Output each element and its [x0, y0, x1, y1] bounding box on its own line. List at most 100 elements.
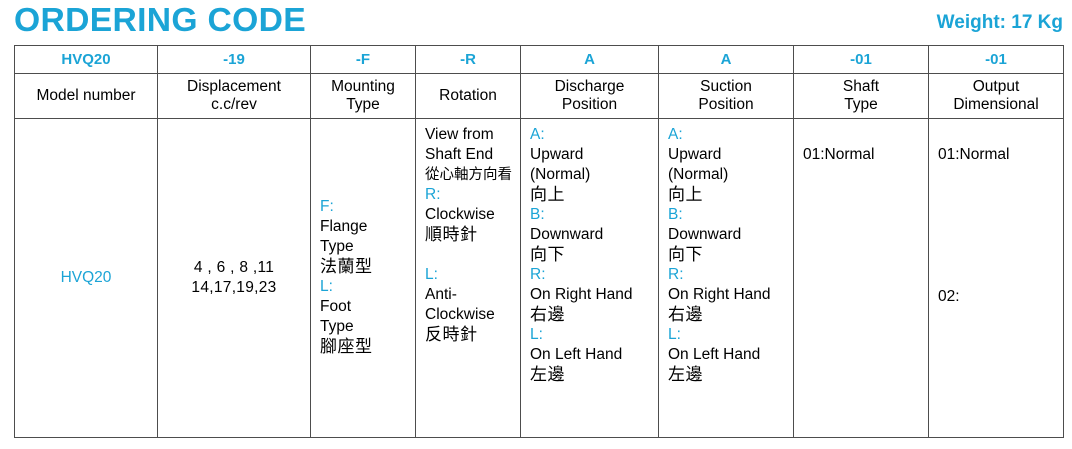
rotation-content: View from Shaft End 從心軸方向看 R: Clockwise … [416, 119, 520, 349]
code-cell-output-dimensional: -01 [928, 45, 1064, 74]
label-suction-line1: Suction [700, 78, 752, 95]
rotation-cw-en: Clockwise [425, 206, 495, 223]
suction-a-en2: (Normal) [668, 166, 729, 183]
rotation-ccw-en1: Anti- [425, 286, 457, 303]
discharge-l-en: On Left Hand [530, 346, 623, 363]
suction-r-key: R: [668, 266, 684, 283]
suction-b-key: B: [668, 206, 683, 223]
page-header: ORDERING CODE Weight: 17 Kg [0, 0, 1072, 44]
suction-l-key: L: [668, 326, 681, 343]
label-model-number: Model number [36, 87, 136, 104]
suction-r-zh: 右邊 [668, 305, 703, 325]
ordering-code-table: HVQ20 -19 -F -R A A -01 -01 Model number… [14, 45, 1064, 438]
rotation-note-zh: 從心軸方向看 [425, 167, 512, 183]
mounting-foot-en1: Foot [320, 298, 352, 315]
discharge-r-zh: 右邊 [530, 305, 565, 325]
rotation-ccw-zh: 反時針 [425, 325, 478, 345]
label-mounting-line2: Type [346, 96, 380, 113]
label-cell-suction-position: Suction Position [658, 73, 794, 119]
rotation-spacer [425, 245, 515, 265]
code-cell-mounting-type: -F [310, 45, 416, 74]
rotation-ccw-key: L: [425, 266, 438, 283]
value-displacement-line1: 4 , 6 , 8 ,11 [193, 259, 275, 276]
discharge-a-en1: Upward [530, 146, 584, 163]
label-discharge-line2: Position [561, 96, 618, 113]
value-model-number: HVQ20 [60, 269, 112, 286]
output-dimensional-content: 01:Normal 02: [929, 119, 1063, 311]
discharge-a-en2: (Normal) [530, 166, 591, 183]
body-cell-discharge-position: A: Upward (Normal) 向上 B: Downward 向下 R: … [520, 118, 659, 438]
discharge-a-zh: 向上 [530, 185, 565, 205]
suction-r-en: On Right Hand [668, 286, 771, 303]
shaft-type-option-01: 01:Normal [803, 146, 875, 163]
label-output-line2: Dimensional [953, 96, 1039, 113]
discharge-r-key: R: [530, 266, 546, 283]
suction-l-en: On Left Hand [668, 346, 761, 363]
suction-position-content: A: Upward (Normal) 向上 B: Downward 向下 R: … [659, 119, 793, 389]
code-cell-shaft-type: -01 [793, 45, 929, 74]
rotation-cw-key: R: [425, 186, 441, 203]
output-dimensional-option-02: 02: [938, 288, 960, 305]
code-cell-rotation: -R [415, 45, 521, 74]
body-cell-output-dimensional: 01:Normal 02: [928, 118, 1064, 438]
rotation-ccw-en2: Clockwise [425, 306, 495, 323]
label-shaft-line1: Shaft [842, 78, 880, 95]
label-cell-discharge-position: Discharge Position [520, 73, 659, 119]
discharge-l-key: L: [530, 326, 543, 343]
table-row-codes: HVQ20 -19 -F -R A A -01 -01 [14, 45, 1064, 74]
body-cell-suction-position: A: Upward (Normal) 向上 B: Downward 向下 R: … [658, 118, 794, 438]
body-cell-model-number: HVQ20 [14, 118, 158, 438]
label-displacement-line2: c.c/rev [211, 96, 257, 113]
table-row-labels: Model number Displacement c.c/rev Mounti… [14, 73, 1064, 119]
label-rotation: Rotation [439, 87, 497, 104]
table-row-body: HVQ20 4 , 6 , 8 ,11 14,17,19,23 F: Flang… [14, 118, 1064, 438]
discharge-position-content: A: Upward (Normal) 向上 B: Downward 向下 R: … [521, 119, 658, 389]
label-mounting-line1: Mounting [331, 78, 395, 95]
label-discharge-line1: Discharge [554, 78, 625, 95]
mounting-foot-en2: Type [320, 318, 354, 335]
body-cell-mounting-type: F: Flange Type 法蘭型 L: Foot Type 腳座型 [310, 118, 416, 438]
code-cell-suction-position: A [658, 45, 794, 74]
label-cell-mounting-type: Mounting Type [310, 73, 416, 119]
code-cell-discharge-position: A [520, 45, 659, 74]
suction-l-zh: 左邊 [668, 365, 703, 385]
mounting-foot-key: L: [320, 278, 333, 295]
code-cell-model-number: HVQ20 [14, 45, 158, 74]
label-cell-output-dimensional: Output Dimensional [928, 73, 1064, 119]
rotation-cw-zh: 順時針 [425, 225, 478, 245]
mounting-flange-zh: 法蘭型 [320, 257, 373, 277]
label-shaft-line2: Type [844, 96, 878, 113]
mounting-type-content: F: Flange Type 法蘭型 L: Foot Type 腳座型 [311, 119, 415, 361]
body-cell-shaft-type: 01:Normal [793, 118, 929, 438]
label-cell-displacement: Displacement c.c/rev [157, 73, 311, 119]
suction-b-en: Downward [668, 226, 742, 243]
label-cell-shaft-type: Shaft Type [793, 73, 929, 119]
code-cell-displacement: -19 [157, 45, 311, 74]
discharge-b-zh: 向下 [530, 245, 565, 265]
suction-a-en1: Upward [668, 146, 722, 163]
discharge-b-en: Downward [530, 226, 604, 243]
body-cell-rotation: View from Shaft End 從心軸方向看 R: Clockwise … [415, 118, 521, 438]
label-suction-line2: Position [698, 96, 754, 113]
weight-note: Weight: 17 Kg [936, 12, 1063, 33]
discharge-b-key: B: [530, 206, 545, 223]
label-cell-model-number: Model number [14, 73, 158, 119]
discharge-l-zh: 左邊 [530, 365, 565, 385]
suction-a-key: A: [668, 126, 683, 143]
output-dimensional-option-01: 01:Normal [938, 146, 1010, 163]
rotation-note-en1: View from [425, 126, 494, 143]
label-cell-rotation: Rotation [415, 73, 521, 119]
mounting-flange-en2: Type [320, 238, 354, 255]
rotation-note-en2: Shaft End [425, 146, 494, 163]
discharge-a-key: A: [530, 126, 545, 143]
output-dimensional-gap [938, 165, 1058, 287]
label-displacement-line1: Displacement [187, 78, 281, 95]
mounting-flange-en1: Flange [320, 218, 368, 235]
mounting-flange-key: F: [320, 198, 334, 215]
page-title: ORDERING CODE [14, 1, 306, 38]
mounting-foot-zh: 腳座型 [320, 337, 373, 357]
discharge-r-en: On Right Hand [530, 286, 633, 303]
body-cell-displacement: 4 , 6 , 8 ,11 14,17,19,23 [157, 118, 311, 438]
value-displacement-line2: 14,17,19,23 [191, 279, 277, 296]
